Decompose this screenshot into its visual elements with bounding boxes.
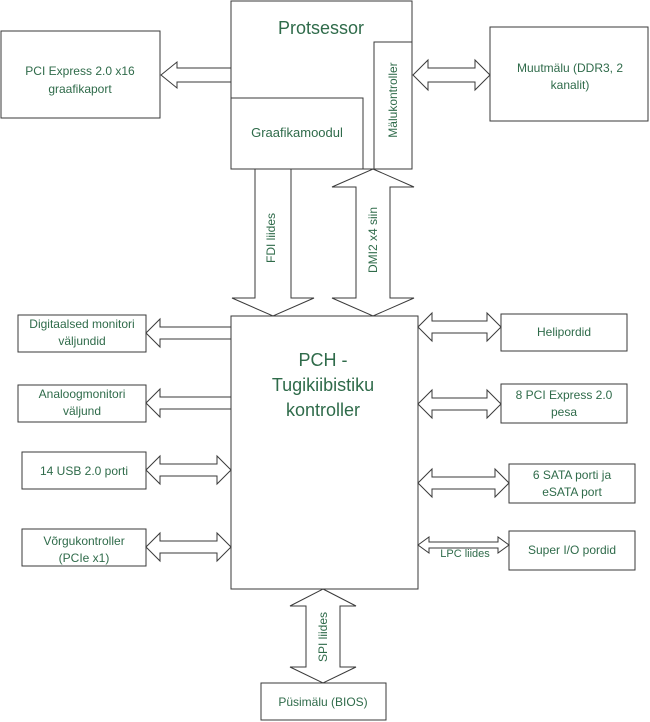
network-label-1: Võrgukontroller <box>43 534 124 548</box>
super-io-label: Super I/O pordid <box>528 543 616 557</box>
memory-box <box>489 26 649 122</box>
network-box <box>21 528 147 567</box>
pcie-graphics-label-2: graafikaport <box>48 82 112 96</box>
pcie-slots-label-1: 8 PCI Express 2.0 <box>516 388 613 402</box>
memory-label-1: Muutmälu (DDR3, 2 <box>517 61 623 75</box>
analog-monitor-box <box>17 384 147 423</box>
pcie-graphics-arrow <box>160 60 232 90</box>
memory-arrow <box>412 58 491 92</box>
memory-controller-box <box>373 41 413 170</box>
analog-monitor-arrow <box>145 387 232 419</box>
dmi-label: DMI2 x4 siin <box>366 207 380 273</box>
usb-label: 14 USB 2.0 porti <box>40 464 128 478</box>
sata-box <box>508 463 636 504</box>
spi-label: SPI liides <box>316 612 330 662</box>
bios-label: Püsimälu (BIOS) <box>278 695 367 709</box>
digital-monitor-box <box>17 314 147 353</box>
fdi-label: FDI liides <box>264 213 278 263</box>
spi-arrow <box>289 588 357 684</box>
audio-box <box>500 313 628 352</box>
memory-label-2: kanalit) <box>551 78 590 92</box>
pcie-graphics-box <box>0 30 161 119</box>
fdi-arrow <box>231 168 315 317</box>
sata-arrow <box>417 467 510 499</box>
audio-label: Helipordid <box>537 325 591 339</box>
dmi-arrow <box>331 168 415 317</box>
processor-label: Protsessor <box>278 18 364 38</box>
graphics-module-label: Graafikamoodul <box>251 125 343 140</box>
sata-label-1: 6 SATA porti ja <box>533 468 612 482</box>
digital-monitor-arrow <box>145 317 232 349</box>
graphics-module-box <box>230 97 364 170</box>
pch-box <box>230 315 419 590</box>
usb-arrow <box>145 454 232 486</box>
super-io-box <box>508 530 636 571</box>
pcie-slots-label-2: pesa <box>551 405 577 419</box>
analog-monitor-label-2: väljund <box>63 404 101 418</box>
usb-box <box>21 451 147 490</box>
pcie-graphics-label-1: PCI Express 2.0 x16 <box>25 64 135 78</box>
lpc-arrow <box>417 536 510 554</box>
sata-label-2: eSATA port <box>542 485 602 499</box>
network-arrow <box>145 531 232 563</box>
pch-label-1: PCH - <box>299 350 348 370</box>
digital-monitor-label-1: Digitaalsed monitori <box>29 317 134 331</box>
network-label-2: (PCIe x1) <box>59 551 110 565</box>
audio-arrow <box>417 311 502 343</box>
pcie-slots-box <box>500 383 628 424</box>
pch-label-3: kontroller <box>286 400 360 420</box>
lpc-label: LPC liides <box>440 548 490 560</box>
digital-monitor-label-2: väljundid <box>58 334 105 348</box>
analog-monitor-label-1: Analoogmonitori <box>39 387 126 401</box>
pcie-slots-arrow <box>417 388 502 420</box>
bios-box <box>260 682 387 721</box>
memory-controller-label: Mälukontroller <box>386 62 400 137</box>
pch-label-2: Tugikiibistiku <box>272 375 374 395</box>
